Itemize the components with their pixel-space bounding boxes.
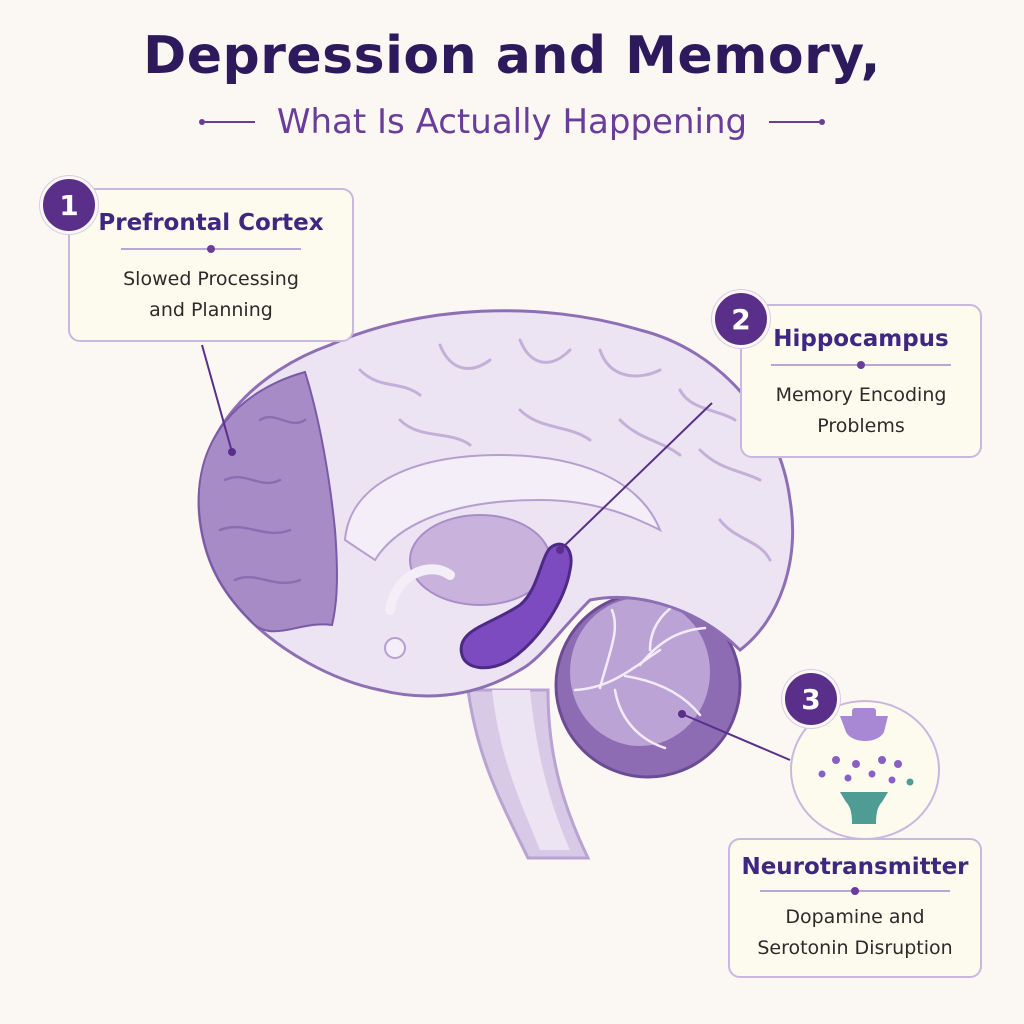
card-divider bbox=[121, 245, 301, 253]
brain-stem-inner bbox=[492, 690, 570, 850]
prefrontal-folds bbox=[218, 415, 307, 585]
leader-dot-hippocampus bbox=[556, 546, 564, 554]
callout-card-hippocampus: Hippocampus Memory Encoding Problems bbox=[740, 304, 982, 458]
leader-line-hippocampus bbox=[559, 402, 713, 551]
callout-card-prefrontal: Prefrontal Cortex Slowed Processing and … bbox=[68, 188, 354, 342]
page-title: Depression and Memory, bbox=[143, 26, 881, 86]
callout-description: Dopamine and Serotonin Disruption bbox=[730, 902, 980, 964]
callout-card-neurotransmitter: Neurotransmitter Dopamine and Serotonin … bbox=[728, 838, 982, 978]
callout-description-line: Problems bbox=[817, 415, 905, 437]
fornix bbox=[385, 564, 455, 615]
leader-dot-prefrontal bbox=[228, 448, 236, 456]
gyri-folds bbox=[358, 338, 772, 562]
leader-line-prefrontal bbox=[201, 344, 233, 453]
cerebrum bbox=[197, 309, 794, 698]
subtitle-rule-left bbox=[198, 119, 255, 125]
subtitle-rule-right bbox=[769, 119, 826, 125]
callout-number-badge: 3 bbox=[782, 670, 840, 728]
mammillary-body bbox=[384, 637, 406, 659]
callout-title: Prefrontal Cortex bbox=[98, 210, 324, 236]
callout-description-line: and Planning bbox=[149, 299, 273, 321]
callout-description: Slowed Processing and Planning bbox=[70, 264, 352, 326]
callout-description-line: Memory Encoding bbox=[775, 384, 947, 406]
cerebellum-inner bbox=[570, 598, 710, 746]
corpus-callosum bbox=[343, 453, 662, 562]
callout-description-line: Slowed Processing bbox=[123, 268, 299, 290]
hippocampus-region bbox=[459, 542, 573, 670]
arbor-vitae bbox=[573, 603, 707, 750]
synapse-icon bbox=[818, 708, 914, 824]
callout-description: Memory Encoding Problems bbox=[742, 380, 980, 442]
thalamus bbox=[409, 514, 551, 606]
subtitle-row: What Is Actually Happening bbox=[0, 102, 1024, 142]
callout-number-badge: 1 bbox=[40, 176, 98, 234]
card-divider bbox=[771, 361, 951, 369]
page-subtitle: What Is Actually Happening bbox=[276, 102, 748, 142]
leader-dot-neurotransmitter bbox=[678, 710, 686, 718]
callout-title: Neurotransmitter bbox=[741, 854, 969, 880]
callout-number-badge: 2 bbox=[712, 290, 770, 348]
callout-description-line: Dopamine and bbox=[785, 906, 925, 928]
prefrontal-cortex-region bbox=[197, 370, 338, 633]
card-divider bbox=[760, 887, 950, 895]
leader-line-neurotransmitter bbox=[681, 713, 791, 761]
callout-title: Hippocampus bbox=[773, 326, 949, 352]
callout-description-line: Serotonin Disruption bbox=[757, 937, 953, 959]
